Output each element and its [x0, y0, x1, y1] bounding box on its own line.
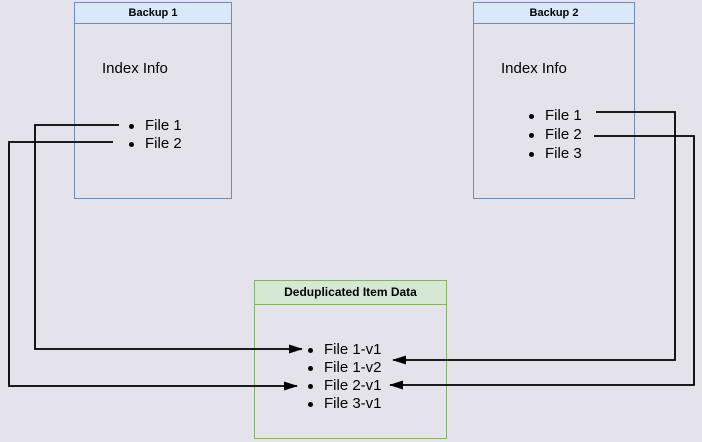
file-list-item: File 1-v2 — [308, 359, 382, 377]
file-list-item: File 1 — [529, 106, 582, 125]
backup-2-index-info-label: Index Info — [501, 60, 567, 77]
file-list-item: File 1-v1 — [308, 341, 382, 359]
file-list-item: File 2 — [129, 135, 182, 153]
deduplicated-item-data-title: Deduplicated Item Data — [284, 285, 417, 299]
backup-2-title: Backup 2 — [529, 7, 579, 19]
file-list-item: File 1 — [129, 117, 182, 135]
file-list-item: File 2-v1 — [308, 377, 382, 395]
backup-1-header: Backup 1 — [75, 3, 231, 24]
deduplicated-item-data-header: Deduplicated Item Data — [255, 281, 446, 305]
file-list-item: File 3 — [529, 144, 582, 163]
file-list-item: File 2 — [529, 125, 582, 144]
backup-1-title: Backup 1 — [128, 7, 178, 19]
backup-1-index-info-label: Index Info — [102, 60, 168, 77]
file-list-item: File 3-v1 — [308, 395, 382, 413]
backup-2-header: Backup 2 — [474, 3, 634, 24]
